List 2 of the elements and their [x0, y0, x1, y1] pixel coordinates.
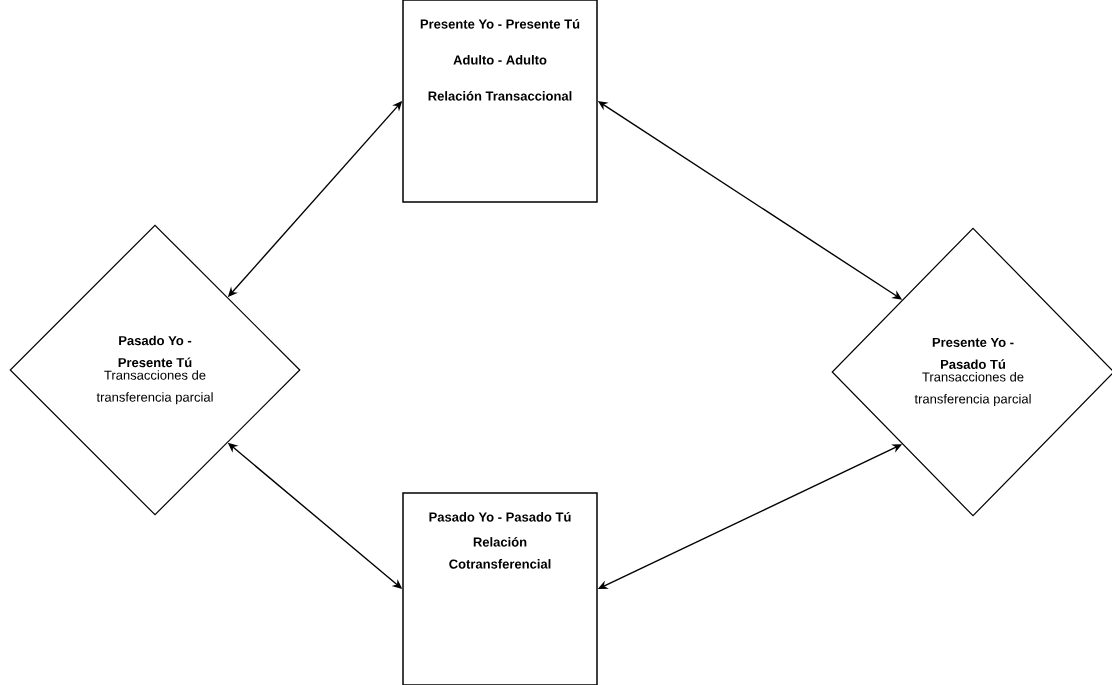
process-box: Presente Yo - Presente Tú Adulto - Adulto Relación Transaccional [402, 0, 598, 203]
process-box: Pasado Yo - Pasado Tú Relación Cotransferencial [402, 492, 598, 685]
